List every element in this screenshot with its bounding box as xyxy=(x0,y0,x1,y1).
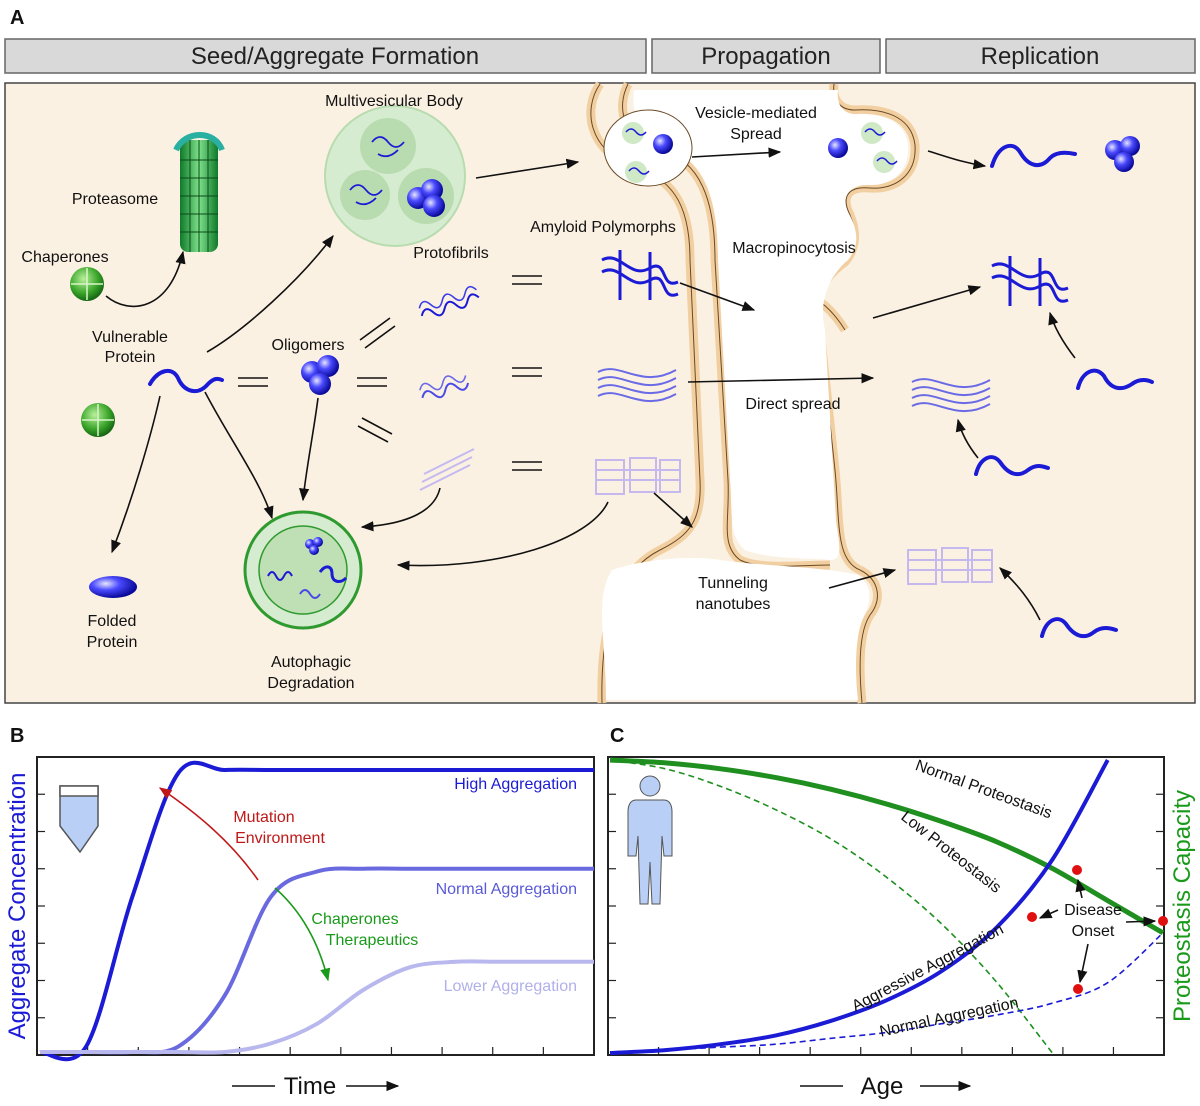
series-line-high-aggregation xyxy=(39,760,594,1062)
autophagosome xyxy=(243,510,363,630)
arrow-chaperones xyxy=(274,887,331,982)
label-multivesicular-body: Multivesicular Body xyxy=(325,93,463,110)
label-folded-2: Protein xyxy=(87,634,138,651)
panel-b-series xyxy=(39,760,594,1062)
label-tunneling-1: Tunneling xyxy=(698,575,768,592)
label-folded-1: Folded xyxy=(88,613,137,630)
pathway-arrows xyxy=(105,147,1076,621)
label-amyloid-polymorphs: Amyloid Polymorphs xyxy=(530,219,676,236)
panel-c-letter: C xyxy=(610,725,624,747)
label-lower-aggregation: Lower Aggregation xyxy=(444,978,577,995)
label-autophagic-2: Degradation xyxy=(267,675,354,692)
protofibril-icons xyxy=(418,285,480,491)
label-chaperones: Chaperones xyxy=(21,249,108,266)
label-vesicle-spread-2: Spread xyxy=(730,126,782,143)
chaperone-icon-2 xyxy=(81,403,115,437)
panel-b-xlabel-text: Time xyxy=(284,1073,336,1100)
human-icon xyxy=(627,775,673,905)
amyloid-polymorph-icons xyxy=(595,250,681,495)
label-mutation: Mutation xyxy=(233,809,294,826)
folded-protein-icon xyxy=(89,576,137,598)
label-protofibrils: Protofibrils xyxy=(413,245,489,262)
label-autophagic-1: Autophagic xyxy=(271,654,351,671)
panel-b-xlabel: Time xyxy=(232,1073,400,1100)
series-line-lower-aggregation xyxy=(40,959,594,1055)
propagation-channel-interior xyxy=(633,90,909,560)
test-tube-icon xyxy=(59,785,99,854)
label-chaperones-b: Chaperones xyxy=(311,911,398,928)
stage-label-seed: Seed/Aggregate Formation xyxy=(191,43,479,70)
vulnerable-protein-icon xyxy=(148,368,224,394)
arrow-mutation xyxy=(158,787,259,881)
label-normal-aggregation: Normal Aggregation xyxy=(436,881,577,898)
panel-b-ylabel: Aggregate Concentration xyxy=(4,773,31,1040)
label-onset: Onset xyxy=(1072,923,1115,940)
stage-headers: Seed/Aggregate Formation Propagation Rep… xyxy=(4,38,1196,74)
disease-onset-annotation: Disease Onset xyxy=(1027,865,1168,994)
panel-c-plot-frame xyxy=(607,756,1165,1056)
panel-a-labels: Multivesicular Body Proteasome Chaperone… xyxy=(21,93,855,692)
replicated-species xyxy=(907,136,1154,639)
label-macropinocytosis: Macropinocytosis xyxy=(732,240,856,257)
label-high-aggregation: High Aggregation xyxy=(454,776,577,793)
panel-b-letter: B xyxy=(10,725,24,747)
label-environment: Environment xyxy=(235,830,325,847)
label-disease: Disease xyxy=(1064,902,1122,919)
panel-c-ticks xyxy=(608,793,1164,1055)
stage-header-seed xyxy=(4,38,647,74)
oligomer-icon xyxy=(301,355,339,395)
panel-c-ylabel-right: Proteostasis Capacity xyxy=(1169,790,1196,1022)
stage-label-replication: Replication xyxy=(981,43,1100,70)
vesicle-left xyxy=(603,109,693,187)
label-vesicle-spread-1: Vesicle-mediated xyxy=(695,105,817,122)
series-line-aggressive-aggregation xyxy=(609,759,1110,1055)
label-proteasome: Proteasome xyxy=(72,191,158,208)
proteasome-icon xyxy=(173,132,225,252)
chaperone-icon xyxy=(70,267,104,301)
panel-c-xlabel: Age xyxy=(800,1073,972,1100)
label-tunneling-2: nanotubes xyxy=(696,596,771,613)
stage-header-replication xyxy=(885,38,1196,74)
vesicle-right xyxy=(828,122,898,173)
label-direct-spread: Direct spread xyxy=(745,396,840,413)
label-oligomers: Oligomers xyxy=(272,337,345,354)
panel-b-plot-frame xyxy=(36,756,595,1056)
multivesicular-body xyxy=(324,105,466,247)
stage-label-propagation: Propagation xyxy=(701,43,830,70)
nanotube-interior xyxy=(602,558,870,700)
label-vulnerable-2: Protein xyxy=(105,349,156,366)
series-line-normal-aggregation xyxy=(609,932,1164,1054)
panel-c-xlabel-text: Age xyxy=(861,1073,904,1100)
label-vulnerable-1: Vulnerable xyxy=(92,329,168,346)
stage-header-propagation xyxy=(651,38,881,74)
label-therapeutics: Therapeutics xyxy=(326,932,419,949)
panel-a-letter: A xyxy=(10,7,24,29)
